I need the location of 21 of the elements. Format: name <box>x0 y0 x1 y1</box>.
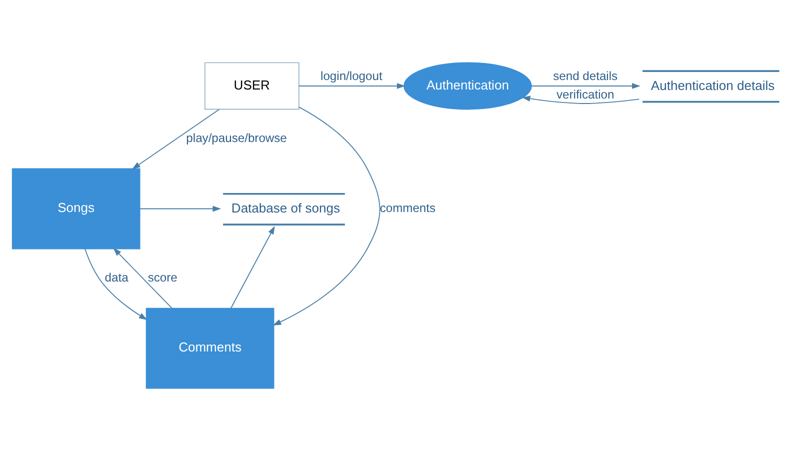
arrow <box>140 206 222 212</box>
node-box: USER <box>204 62 300 110</box>
node-text: Authentication details <box>650 78 775 93</box>
arrow <box>272 106 380 326</box>
node-text: Database of songs <box>231 200 340 216</box>
edge-label: comments <box>380 200 436 215</box>
arrow <box>522 96 640 104</box>
arrow <box>132 108 220 170</box>
edge-label: verification <box>556 87 614 102</box>
node-box: Songs <box>12 168 140 250</box>
arrow <box>230 226 275 309</box>
edge-label: score <box>148 270 178 285</box>
arrow <box>531 83 640 89</box>
arrow <box>113 248 172 309</box>
node-box: Comments <box>146 308 274 389</box>
edge-label: play/pause/browse <box>186 131 287 146</box>
edge-label: login/logout <box>320 68 382 83</box>
arrow <box>84 248 148 320</box>
arrow <box>298 83 406 89</box>
edge-label: send details <box>553 68 618 83</box>
edge-label: data <box>104 270 128 285</box>
